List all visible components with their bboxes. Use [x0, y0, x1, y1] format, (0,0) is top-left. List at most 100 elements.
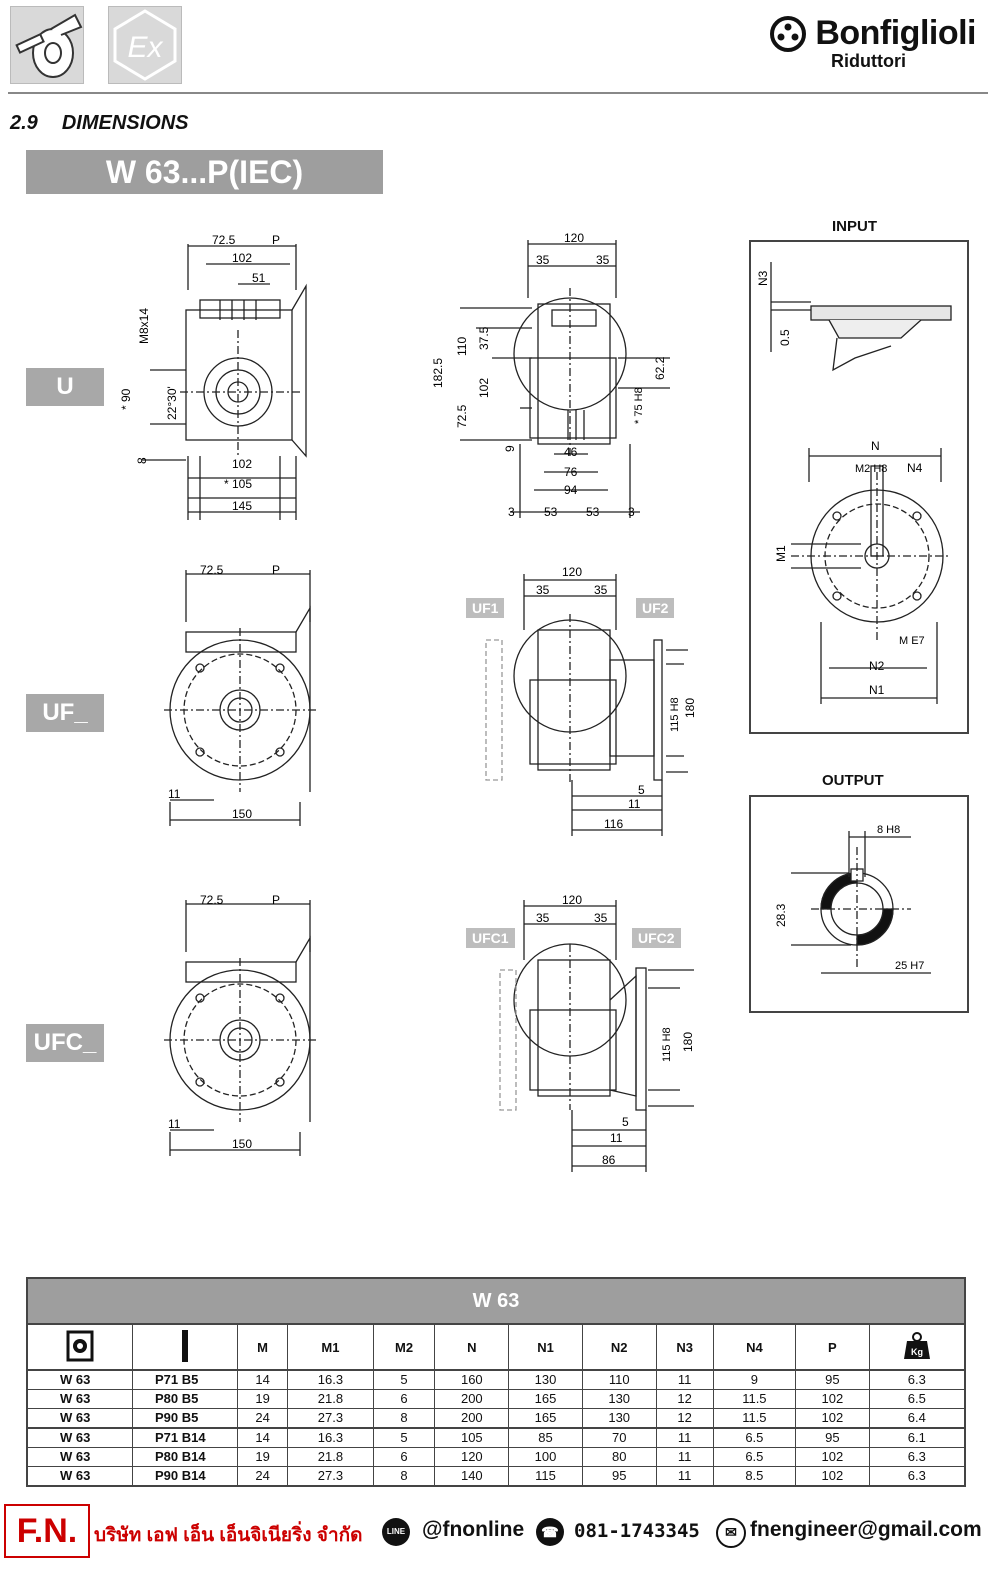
drawing-u-front: 72.5 P 102 51 M8x14 * 90 22°30' 8 102 * … [120, 233, 307, 520]
gearbox-size-icon [26, 1323, 133, 1371]
drawing-ufc-front: 72.5 P 11 150 [164, 893, 318, 1156]
svg-text:11: 11 [610, 1131, 623, 1145]
svg-text:0.5: 0.5 [778, 329, 792, 346]
cell-value: 14 [236, 1370, 289, 1390]
svg-text:62.2: 62.2 [653, 356, 667, 380]
svg-text:72.5: 72.5 [200, 893, 224, 907]
cell-value: 9 [712, 1370, 797, 1390]
svg-text:M8x14: M8x14 [137, 308, 151, 344]
col-header: M2 [372, 1323, 436, 1371]
svg-text:11: 11 [628, 797, 641, 811]
svg-text:3: 3 [508, 505, 515, 519]
cell-value: 110 [581, 1370, 657, 1390]
svg-text:72.5: 72.5 [200, 563, 224, 577]
svg-text:150: 150 [232, 1137, 252, 1151]
svg-text:5: 5 [622, 1115, 629, 1129]
header-rule [8, 92, 988, 94]
cell-value: 16.3 [287, 1370, 374, 1390]
svg-text:N3: N3 [756, 270, 770, 286]
cell-model: W 63 [26, 1447, 133, 1467]
cell-version: P71 B5 [132, 1370, 238, 1390]
cell-value: 130 [508, 1370, 583, 1390]
cell-model: W 63 [26, 1389, 133, 1409]
col-header: N1 [508, 1323, 583, 1371]
svg-text:53: 53 [586, 505, 600, 519]
company-name: บริษัท เอฟ เอ็น เอ็นจิเนียริ่ง จำกัด [94, 1525, 363, 1546]
svg-text:145: 145 [232, 499, 252, 513]
svg-text:46: 46 [564, 445, 578, 459]
cell-model: W 63 [26, 1370, 133, 1390]
cell-value: 165 [508, 1389, 583, 1409]
cell-value: 11 [655, 1466, 714, 1487]
cell-value: 12 [655, 1389, 714, 1409]
cell-value: 160 [434, 1370, 510, 1390]
svg-text:35: 35 [596, 253, 610, 267]
svg-text:Kg: Kg [911, 1347, 923, 1357]
ex-text: Ex [127, 31, 163, 64]
cell-value: 19 [236, 1389, 289, 1409]
svg-text:5: 5 [638, 783, 645, 797]
input-panel: N3 0.5 N M2 H8 N4 M1 M E7 N2 N1 [749, 240, 969, 734]
svg-text:N1: N1 [869, 683, 885, 697]
svg-text:53: 53 [544, 505, 558, 519]
cell-value: 27.3 [287, 1408, 374, 1429]
cell-value: 8.5 [712, 1466, 797, 1487]
cell-value: 102 [795, 1389, 870, 1409]
cell-value: 200 [434, 1389, 510, 1409]
cell-version: P80 B14 [132, 1447, 238, 1467]
cell-value: 6 [372, 1447, 436, 1467]
svg-text:102: 102 [232, 457, 252, 471]
svg-text:28.3: 28.3 [774, 903, 788, 927]
cell-value: 115 [508, 1466, 583, 1487]
svg-text:8 H8: 8 H8 [877, 824, 900, 836]
input-shaft-icon [132, 1323, 238, 1371]
svg-text:25 H7: 25 H7 [895, 960, 924, 972]
cell-value: 6.5 [712, 1447, 797, 1467]
svg-text:180: 180 [683, 698, 697, 718]
svg-text:51: 51 [252, 271, 266, 285]
svg-text:8: 8 [135, 457, 149, 464]
brand-name: Bonfiglioli [815, 14, 976, 52]
svg-text:72.5: 72.5 [212, 233, 236, 247]
cell-value: 120 [434, 1447, 510, 1467]
svg-text:M E7: M E7 [899, 635, 925, 647]
cell-value: 6.5 [868, 1389, 966, 1409]
cell-value: 165 [508, 1408, 583, 1429]
cell-value: 85 [508, 1427, 583, 1448]
phone-icon: ☎ [536, 1518, 564, 1546]
line-id[interactable]: @fnonline [422, 1518, 525, 1541]
cell-value: 21.8 [287, 1447, 374, 1467]
cell-value: 6.5 [712, 1427, 797, 1448]
col-header: N3 [655, 1323, 714, 1371]
phone-number[interactable]: 081-1743345 [574, 1520, 700, 1542]
svg-text:120: 120 [562, 565, 582, 579]
cell-value: 105 [434, 1427, 510, 1448]
cell-value: 102 [795, 1447, 870, 1467]
cell-value: 80 [581, 1447, 657, 1467]
gearbox-icon [10, 6, 84, 84]
email-icon: ✉ [716, 1518, 746, 1548]
subtag-ufc1: UFC1 [466, 928, 515, 948]
brand-logo: Bonfiglioli Riduttori [769, 14, 976, 72]
svg-text:115 H8: 115 H8 [661, 1027, 673, 1062]
cell-value: 200 [434, 1408, 510, 1429]
svg-text:N4: N4 [907, 461, 923, 475]
output-title: OUTPUT [822, 772, 884, 789]
cell-value: 11.5 [712, 1389, 797, 1409]
fn-logo: F.N. [4, 1504, 90, 1558]
input-title: INPUT [832, 218, 877, 235]
svg-text:P: P [272, 563, 280, 577]
bonfiglioli-logo-icon [769, 15, 807, 53]
email-address[interactable]: fnengineer@gmail.com [750, 1518, 982, 1541]
model-banner: W 63...P(IEC) [26, 150, 383, 194]
svg-text:120: 120 [564, 231, 584, 245]
input-drawing: N3 0.5 N M2 H8 N4 M1 M E7 N2 N1 [756, 262, 952, 704]
svg-text:115 H8: 115 H8 [669, 697, 681, 732]
